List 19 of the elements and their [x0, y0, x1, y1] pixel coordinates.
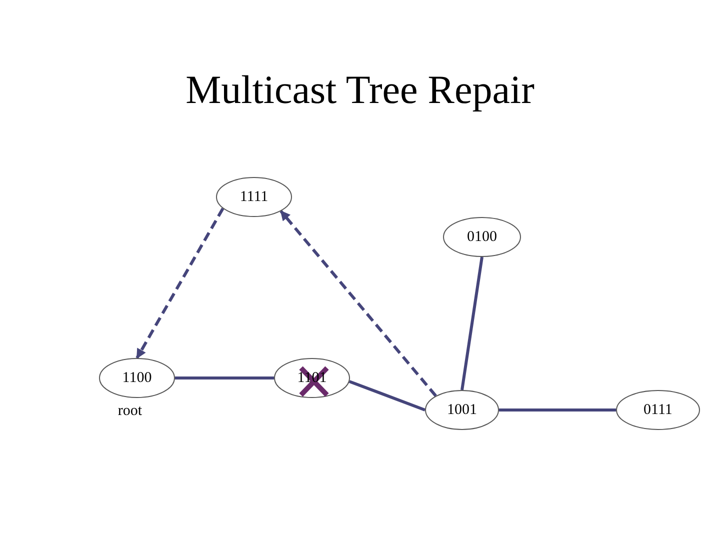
ellipse-node	[425, 390, 499, 430]
node-label: 0100	[467, 228, 497, 246]
ellipse-node	[443, 217, 521, 257]
node-label: 1111	[240, 188, 268, 206]
ellipse-node	[274, 358, 350, 398]
ellipse-node	[99, 358, 175, 398]
node-label: 1001	[447, 401, 477, 419]
connector-line	[499, 408, 616, 412]
ellipse-node	[216, 177, 292, 217]
ellipse-node	[616, 390, 700, 430]
arrow	[136, 208, 224, 359]
arrow	[280, 210, 437, 397]
node-label: 1100	[122, 369, 152, 387]
node-label: 0111	[644, 401, 672, 419]
diagram-title: Multicast Tree Repair	[186, 66, 534, 114]
connector-line	[175, 376, 274, 380]
connector-line	[460, 256, 484, 390]
connector-line	[348, 380, 426, 412]
node-caption: root	[118, 402, 142, 420]
